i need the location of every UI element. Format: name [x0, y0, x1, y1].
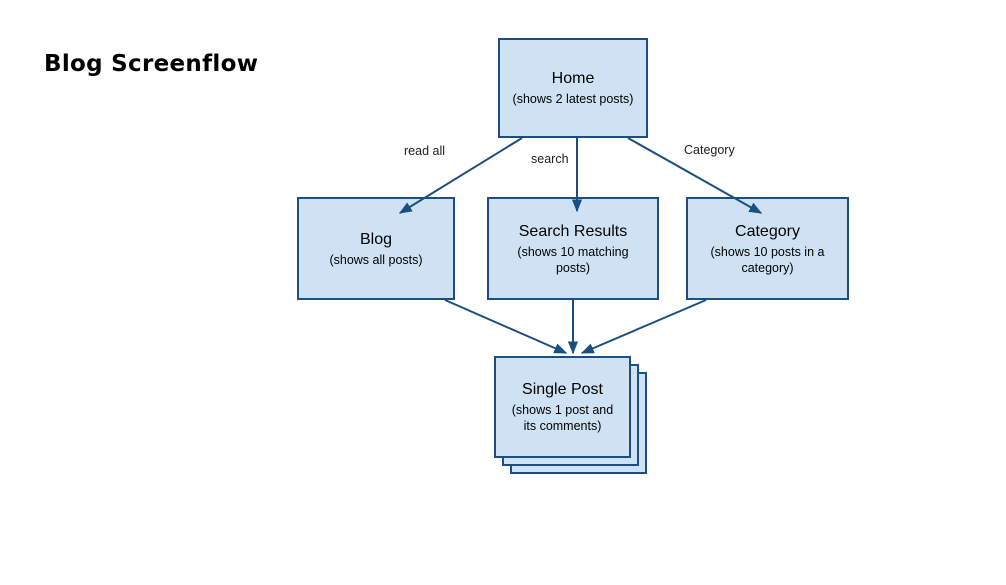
edge-label-search: search — [531, 152, 569, 166]
edge-blog-to-single-post — [444, 299, 568, 354]
edge-category-to-single-post — [580, 299, 707, 354]
edge-label-category: Category — [684, 143, 735, 157]
node-single-post: Single Post (shows 1 post and its commen… — [494, 356, 631, 458]
node-home-title: Home — [551, 70, 595, 87]
node-category-subtitle: (shows 10 posts in a category) — [710, 244, 825, 275]
edge-label-read-all: read all — [404, 144, 445, 158]
node-search-results-title: Search Results — [518, 222, 628, 240]
node-home: Home (shows 2 latest posts) — [498, 38, 648, 138]
node-single-post-title: Single Post — [522, 381, 603, 398]
node-blog: Blog (shows all posts) — [297, 197, 455, 300]
node-category-title: Category — [735, 222, 800, 240]
node-category: Category (shows 10 posts in a category) — [686, 197, 849, 300]
node-search-results-subtitle: (shows 10 matching posts) — [517, 244, 629, 275]
node-blog-title: Blog — [359, 230, 393, 248]
node-home-subtitle: (shows 2 latest posts) — [512, 92, 634, 106]
node-search-results: Search Results (shows 10 matching posts) — [487, 197, 659, 300]
node-single-post-subtitle: (shows 1 post and its comments) — [511, 403, 614, 433]
node-blog-subtitle: (shows all posts) — [329, 252, 423, 267]
page-title: Blog Screenflow — [44, 51, 259, 77]
